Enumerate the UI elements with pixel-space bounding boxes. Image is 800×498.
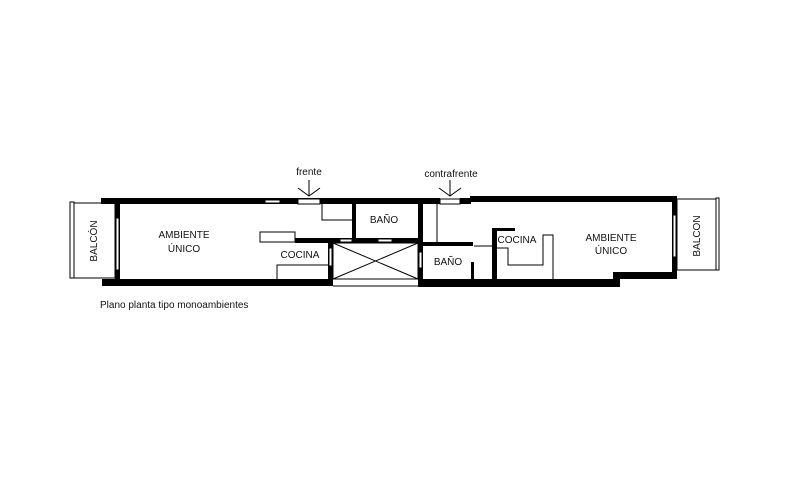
back-arrow-icon: [438, 180, 462, 197]
right-bath-label: BAÑO: [434, 255, 463, 268]
left-living-label-1: AMBIENTE: [158, 230, 209, 241]
right-balcony-label: BALCON: [692, 215, 703, 256]
left-bath-label: BAÑO: [370, 213, 399, 226]
windows: [115, 198, 677, 271]
left-living-label-2: ÚNICO: [168, 242, 200, 255]
left-kitchen-label: COCINA: [281, 250, 320, 261]
left-balcony-label: BALCÓN: [87, 220, 100, 261]
front-label: frente: [296, 167, 322, 178]
right-kitchen-label: COCINA: [498, 235, 537, 246]
right-living-label-1: AMBIENTE: [585, 233, 636, 244]
fixtures: [259, 204, 554, 287]
right-balcony-rail: [715, 197, 720, 271]
back-label: contrafrente: [424, 169, 478, 180]
front-arrow-icon: [297, 180, 321, 197]
left-balcony-rail: [69, 201, 75, 279]
right-living-label-2: ÚNICO: [595, 244, 627, 257]
plan-caption: Plano planta tipo monoambientes: [100, 300, 248, 311]
